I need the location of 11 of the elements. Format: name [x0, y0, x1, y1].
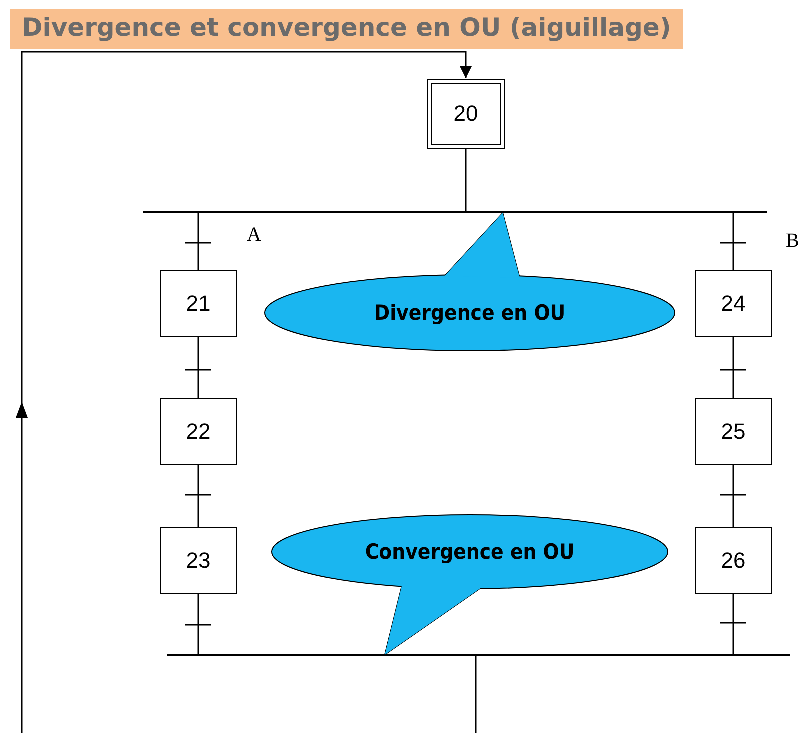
callout-text: Divergence en OU — [374, 301, 566, 325]
transition-label: A — [247, 224, 262, 247]
step-box: 26 — [695, 527, 772, 594]
transition-label: B — [786, 230, 800, 253]
step-box: 24 — [695, 270, 772, 337]
step-box: 23 — [160, 527, 237, 594]
callout-text: Convergence en OU — [365, 540, 575, 564]
step-box: 21 — [160, 270, 237, 337]
step-box: 25 — [695, 398, 772, 465]
step-box: 22 — [160, 398, 237, 465]
title: Divergence et convergence en OU (aiguillage) — [10, 9, 684, 49]
